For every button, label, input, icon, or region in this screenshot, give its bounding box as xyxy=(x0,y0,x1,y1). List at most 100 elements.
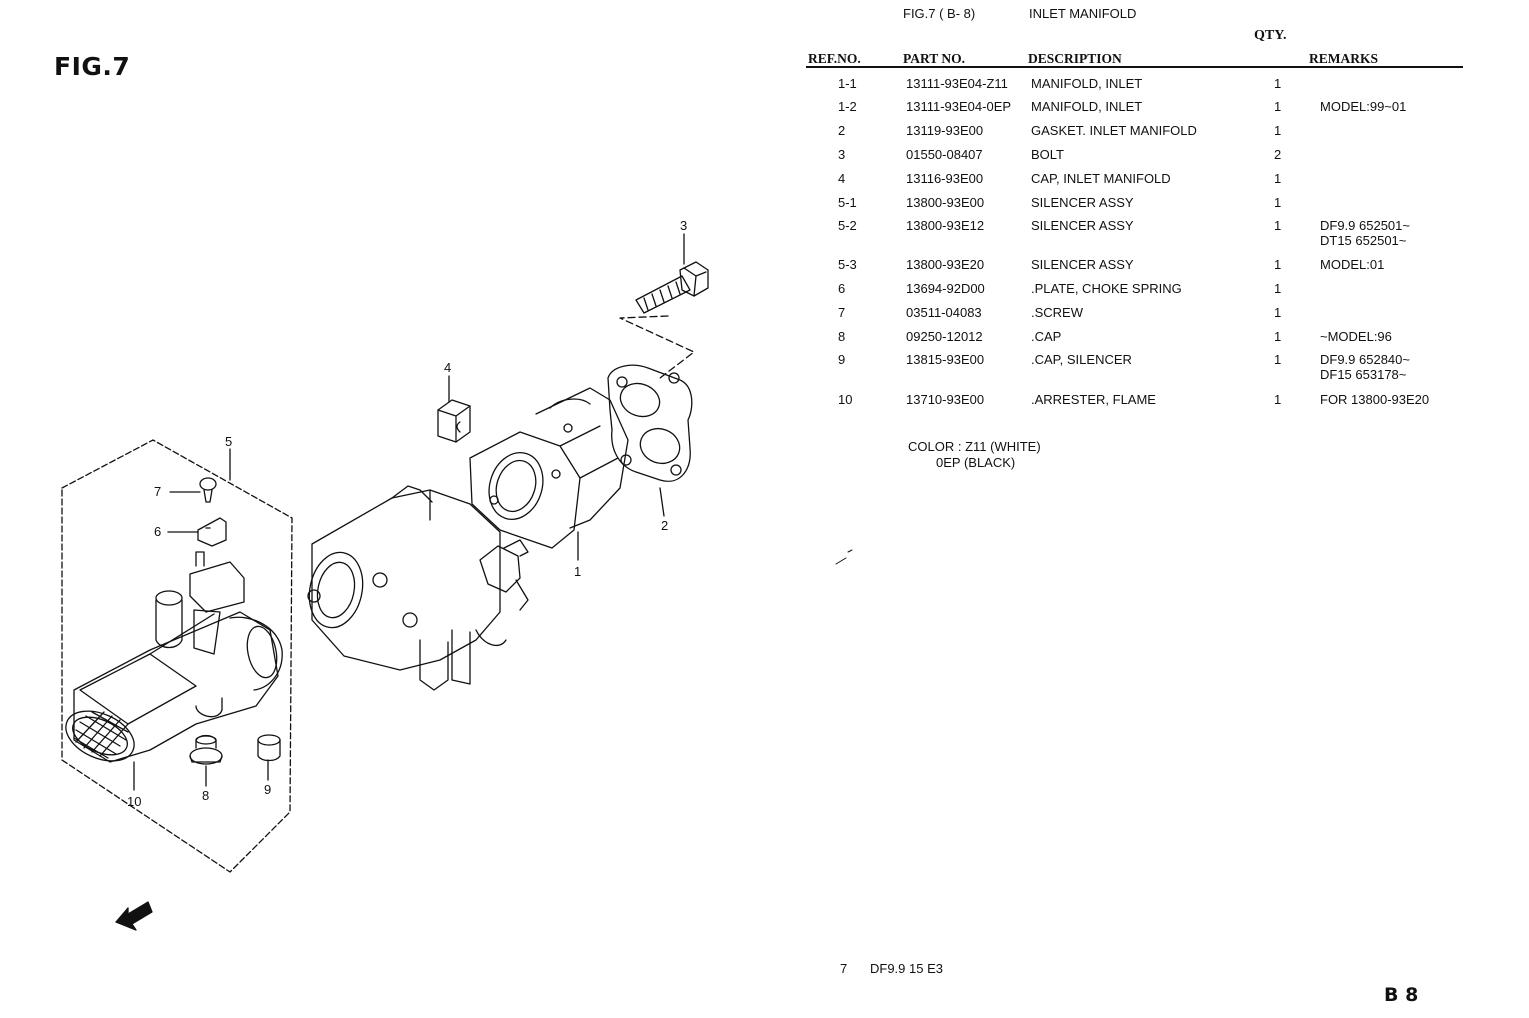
table-cell-desc: MANIFOLD, INLET xyxy=(1031,99,1143,114)
table-cell-ref: 9 xyxy=(838,352,846,367)
table-cell-rem1: MODEL:99~01 xyxy=(1320,99,1407,114)
silencer-part xyxy=(73,551,283,763)
color-note: COLOR : Z11 (WHITE) 0EP (BLACK) xyxy=(908,439,1041,471)
table-cell-ref: 8 xyxy=(838,329,846,344)
table-cell-desc: .SCREW xyxy=(1031,305,1083,320)
table-cell-qty: 1 xyxy=(1274,195,1282,210)
table-cell-qty: 2 xyxy=(1274,147,1282,162)
table-cell-qty: 1 xyxy=(1274,305,1282,320)
color-note-line2: 0EP (BLACK) xyxy=(936,455,1016,470)
callout-3: 3 xyxy=(680,218,687,233)
inlet-manifold-part xyxy=(469,387,629,549)
silencer-cap-part xyxy=(189,734,223,765)
header-rule xyxy=(806,66,1463,68)
scan-mark xyxy=(835,549,853,565)
table-cell-ref: 5-3 xyxy=(838,257,857,272)
table-cell-part: 13116-93E00 xyxy=(906,171,984,186)
table-cell-ref: 4 xyxy=(838,171,846,186)
table-cell-qty: 1 xyxy=(1274,281,1282,296)
bolt-leader xyxy=(619,315,695,379)
table-cell-qty: 1 xyxy=(1274,76,1282,91)
table-cell-rem1: FOR 13800-93E20 xyxy=(1320,392,1430,407)
table-cell-desc: .CAP, SILENCER xyxy=(1031,352,1132,367)
table-cell-ref: 3 xyxy=(838,147,846,162)
col-header-remarks: REMARKS xyxy=(1309,51,1379,66)
table-cell-part: 13800-93E00 xyxy=(906,195,985,210)
footer-model: DF9.9 15 E3 xyxy=(870,961,943,976)
flame-arrester-part xyxy=(65,710,135,762)
table-cell-desc: GASKET. INLET MANIFOLD xyxy=(1031,123,1197,138)
footer-section: B 8 xyxy=(1384,984,1419,1006)
table-cell-part: 13815-93E00 xyxy=(906,352,985,367)
table-cell-rem2: DT15 652501~ xyxy=(1320,233,1407,248)
table-cell-qty: 1 xyxy=(1274,329,1282,344)
table-cell-part: 13694-92D00 xyxy=(906,281,985,296)
callout-10: 10 xyxy=(127,794,141,809)
callout-6: 6 xyxy=(154,524,161,539)
gasket-part xyxy=(607,364,693,482)
callout-2: 2 xyxy=(661,518,668,533)
table-cell-part: 09250-12012 xyxy=(906,329,983,344)
silencer-cap-small-part xyxy=(257,734,281,762)
header-title: INLET MANIFOLD xyxy=(1029,6,1137,21)
table-cell-part: 13119-93E00 xyxy=(906,123,984,138)
table-cell-qty: 1 xyxy=(1274,218,1282,233)
table-cell-qty: 1 xyxy=(1274,257,1282,272)
callout-2-leader xyxy=(659,487,665,517)
table-cell-part: 13111-93E04-0EP xyxy=(906,99,1012,114)
table-cell-rem1: DF9.9 652840~ xyxy=(1320,352,1410,367)
table-cell-ref: 1-2 xyxy=(838,99,857,114)
table-cell-desc: MANIFOLD, INLET xyxy=(1031,76,1143,91)
table-cell-rem1: MODEL:01 xyxy=(1320,257,1385,272)
table-cell-qty: 1 xyxy=(1274,123,1282,138)
table-cell-desc: SILENCER ASSY xyxy=(1031,195,1134,210)
table-cell-desc: SILENCER ASSY xyxy=(1031,257,1134,272)
table-cell-ref: 5-2 xyxy=(838,218,857,233)
table-cell-part: 03511-04083 xyxy=(906,305,982,320)
table-cell-part: 13800-93E20 xyxy=(906,257,985,272)
table-cell-rem1: DF9.9 652501~ xyxy=(1320,218,1410,233)
table-cell-desc: BOLT xyxy=(1031,147,1064,162)
table-cell-part: 13800-93E12 xyxy=(906,218,985,233)
table-cell-part: 13111-93E04-Z11 xyxy=(906,76,1008,91)
callout-4: 4 xyxy=(444,360,451,375)
table-cell-qty: 1 xyxy=(1274,99,1282,114)
table-cell-ref: 5-1 xyxy=(838,195,857,210)
manifold-cap-part xyxy=(437,399,471,443)
silencer-group-frame xyxy=(61,439,293,873)
table-cell-part: 13710-93E00 xyxy=(906,392,985,407)
table-cell-ref: 1-1 xyxy=(838,76,857,91)
footer-page-number: 7 xyxy=(840,961,848,976)
bolt-part xyxy=(635,261,709,314)
table-cell-part: 01550-08407 xyxy=(906,147,983,162)
table-cell-desc: .CAP xyxy=(1031,329,1062,344)
col-header-description: DESCRIPTION xyxy=(1028,51,1122,66)
table-cell-desc: .PLATE, CHOKE SPRING xyxy=(1031,281,1182,296)
header-figure-ref: FIG.7 ( B- 8) xyxy=(903,6,976,21)
table-cell-qty: 1 xyxy=(1274,352,1282,367)
figure-label: FIG.7 xyxy=(54,52,131,81)
callout-7: 7 xyxy=(154,484,161,499)
table-cell-desc: SILENCER ASSY xyxy=(1031,218,1134,233)
front-arrow-icon xyxy=(115,901,153,931)
callout-1: 1 xyxy=(574,564,581,579)
col-header-qty: QTY. xyxy=(1254,28,1287,43)
col-header-part: PART NO. xyxy=(903,51,966,66)
table-cell-qty: 1 xyxy=(1274,392,1282,407)
table-cell-ref: 10 xyxy=(838,392,853,407)
color-note-line1: COLOR : Z11 (WHITE) xyxy=(908,439,1041,454)
choke-plate-part xyxy=(197,517,227,547)
table-cell-ref: 6 xyxy=(838,281,846,296)
table-cell-rem2: DF15 653178~ xyxy=(1320,367,1407,382)
table-cell-ref: 7 xyxy=(838,305,846,320)
table-cell-ref: 2 xyxy=(838,123,846,138)
table-cell-qty: 1 xyxy=(1274,171,1282,186)
callout-8: 8 xyxy=(202,788,209,803)
callout-5: 5 xyxy=(225,434,232,449)
carburetor-body xyxy=(307,485,529,691)
table-cell-desc: CAP, INLET MANIFOLD xyxy=(1031,171,1171,186)
col-header-ref: REF.NO. xyxy=(808,51,861,66)
screw-part xyxy=(199,477,217,503)
callout-9: 9 xyxy=(264,782,271,797)
